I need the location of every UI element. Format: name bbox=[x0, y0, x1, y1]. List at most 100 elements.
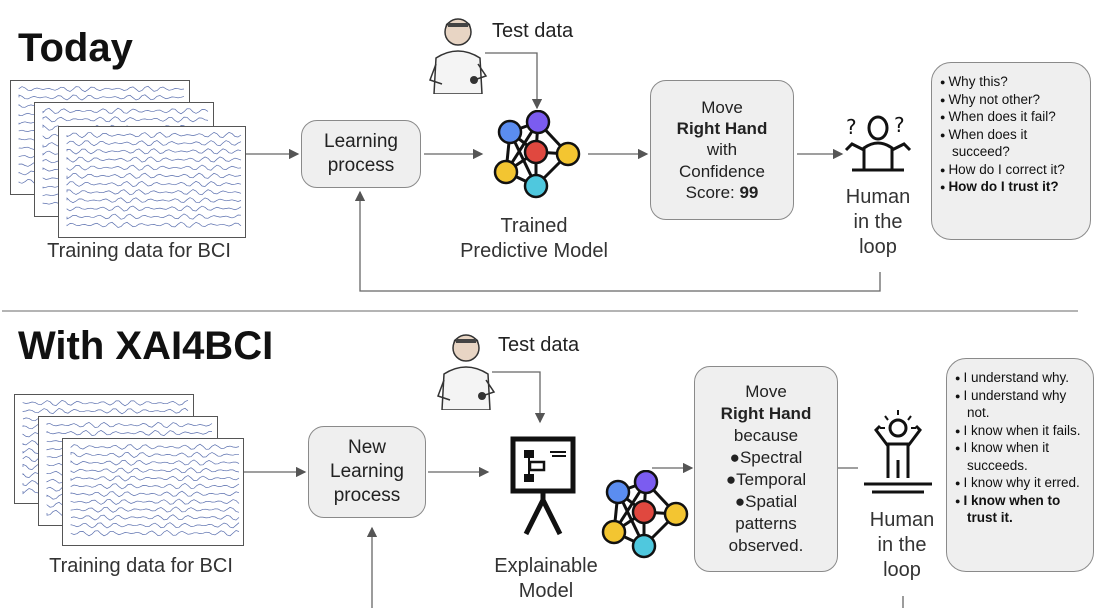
network-node bbox=[523, 173, 549, 199]
explainable-model-label: Explainable Model bbox=[494, 555, 598, 602]
arrow-testdata-to-model bbox=[485, 52, 543, 110]
explanation-item-spectral: ●Spectral bbox=[729, 447, 803, 467]
eeg-trace bbox=[66, 172, 242, 180]
eeg-trace bbox=[66, 148, 242, 155]
eeg-training-data bbox=[14, 394, 244, 546]
statements-list: I understand why.I understand why not.I … bbox=[955, 369, 1087, 527]
eeg-trace bbox=[70, 451, 239, 459]
explanation-because: because bbox=[733, 425, 799, 445]
training-data-label: Training data for BCI bbox=[47, 240, 231, 262]
neural-network-icon bbox=[596, 469, 692, 562]
eeg-trace bbox=[70, 498, 240, 505]
eeg-trace bbox=[70, 506, 240, 513]
eeg-trace bbox=[66, 221, 242, 228]
svg-text:?: ? bbox=[846, 115, 857, 139]
section-heading-xai: With XAI4BCI bbox=[18, 324, 274, 368]
network-node bbox=[663, 501, 689, 527]
eeg-trace bbox=[22, 399, 189, 407]
explanation-tail-1: patterns bbox=[735, 514, 797, 534]
list-item: I know when it fails. bbox=[955, 422, 1087, 440]
eeg-trace bbox=[66, 213, 242, 220]
explanation-item-spatial: ●Spatial bbox=[734, 492, 798, 512]
eeg-trace bbox=[46, 429, 213, 436]
eeg-trace bbox=[66, 189, 242, 196]
learning-process-box: Learning process bbox=[301, 120, 421, 188]
person-icon bbox=[428, 326, 500, 411]
training-data-label: Training data for BCI bbox=[49, 555, 233, 577]
network-node bbox=[601, 519, 627, 545]
eeg-trace bbox=[70, 482, 240, 490]
explanation-box: Move Right Hand because ●Spectral ●Tempo… bbox=[694, 366, 838, 572]
new-learning-process-label: New Learning process bbox=[330, 437, 404, 506]
neural-network-icon bbox=[488, 109, 584, 202]
prediction-with: with bbox=[706, 140, 738, 160]
explanation-action: Right Hand bbox=[720, 403, 812, 423]
network-node bbox=[523, 139, 549, 165]
confused-human-icon: ? ? bbox=[842, 110, 914, 180]
network-node bbox=[631, 499, 657, 525]
human-in-loop-label: Human in the loop bbox=[869, 509, 935, 581]
list-item: I understand why. bbox=[955, 369, 1087, 387]
understanding-box: I understand why.I understand why not.I … bbox=[946, 358, 1094, 572]
network-node bbox=[605, 479, 631, 505]
prediction-score: Score: 99 bbox=[685, 182, 759, 202]
network-node bbox=[631, 533, 657, 559]
network-node bbox=[525, 109, 551, 135]
eeg-trace bbox=[70, 475, 240, 482]
list-item: Why this? bbox=[940, 73, 1084, 91]
eeg-trace bbox=[18, 94, 185, 101]
eeg-trace bbox=[70, 522, 240, 529]
list-item: I understand why not. bbox=[955, 387, 1087, 422]
model-label-line2: Predictive Model bbox=[460, 240, 608, 262]
prediction-box: Move Right Hand with Confidence Score: 9… bbox=[650, 80, 794, 220]
eeg-trace bbox=[70, 459, 240, 466]
list-item: I know why it erred. bbox=[955, 474, 1087, 492]
arrow-feedback-loop bbox=[354, 190, 881, 292]
explanation-tail-2: observed. bbox=[728, 536, 804, 556]
eeg-trace bbox=[66, 197, 242, 204]
test-data-label: Test data bbox=[498, 334, 580, 356]
arrow-testdata2-to-model bbox=[492, 371, 546, 424]
eeg-trace bbox=[70, 529, 240, 537]
network-node bbox=[493, 159, 519, 185]
list-item: When does it succeed? bbox=[940, 126, 1084, 161]
prediction-confidence: Confidence bbox=[678, 161, 765, 181]
list-item: Why not other? bbox=[940, 91, 1084, 109]
person-icon bbox=[420, 10, 492, 95]
eeg-trace bbox=[66, 164, 242, 171]
test-data-label: Test data bbox=[492, 20, 574, 42]
explanation-item-temporal: ●Temporal bbox=[725, 470, 807, 489]
eeg-trace bbox=[42, 116, 209, 123]
section-heading-today: Today bbox=[18, 26, 133, 70]
questions-list: Why this?Why not other?When does it fail… bbox=[940, 73, 1084, 196]
list-item: I know when to trust it. bbox=[955, 492, 1087, 527]
eeg-trace bbox=[66, 180, 242, 187]
eeg-trace bbox=[18, 85, 185, 93]
eeg-trace bbox=[70, 443, 240, 451]
eeg-trace bbox=[70, 490, 240, 498]
list-item: I know when it succeeds. bbox=[955, 439, 1087, 474]
eeg-trace bbox=[46, 421, 213, 428]
eeg-trace bbox=[70, 467, 240, 474]
list-item: When does it fail? bbox=[940, 108, 1084, 126]
eeg-trace bbox=[66, 140, 242, 147]
eeg-trace bbox=[42, 107, 209, 115]
learning-process-label: Learning process bbox=[324, 131, 398, 176]
network-node bbox=[633, 469, 659, 495]
eeg-trace bbox=[70, 514, 240, 521]
eeg-trace bbox=[66, 131, 242, 139]
prediction-action: Right Hand bbox=[676, 119, 768, 139]
eeg-training-data bbox=[10, 80, 246, 240]
eeg-trace bbox=[66, 205, 242, 212]
list-item: How do I trust it? bbox=[940, 178, 1084, 196]
network-node bbox=[555, 141, 581, 167]
questions-box: Why this?Why not other?When does it fail… bbox=[931, 62, 1091, 240]
confident-human-icon bbox=[858, 406, 938, 498]
eeg-trace bbox=[22, 407, 189, 415]
trained-model-label: Trained Predictive Model bbox=[444, 214, 624, 264]
svg-text:?: ? bbox=[894, 113, 905, 137]
presentation-board-icon bbox=[510, 436, 578, 536]
eeg-trace bbox=[66, 156, 242, 163]
network-node bbox=[497, 119, 523, 145]
